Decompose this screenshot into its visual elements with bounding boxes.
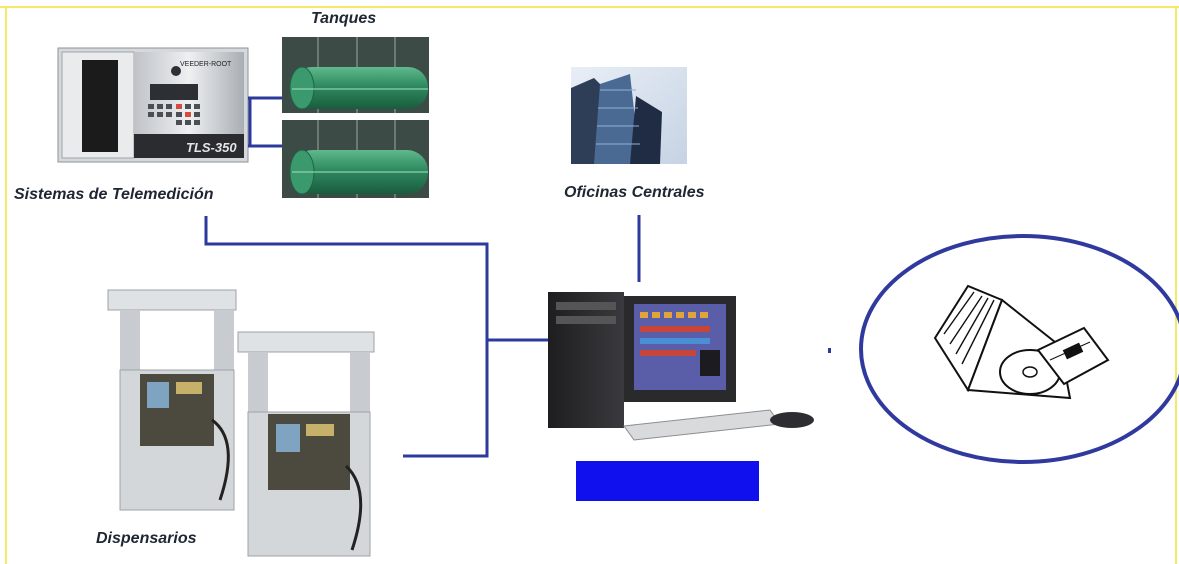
frame-top-line xyxy=(0,6,1179,8)
telemetry-console: VEEDER-ROOT TLS-350 xyxy=(57,47,249,163)
office-building-image xyxy=(571,67,687,164)
frame-right-line xyxy=(1175,6,1177,564)
tank-top xyxy=(282,37,429,113)
dispenser-right xyxy=(237,331,375,557)
frame-left-line xyxy=(5,6,7,564)
label-dispensers: Dispensarios xyxy=(96,530,197,547)
dispenser-left xyxy=(107,289,237,511)
connector-dot xyxy=(828,348,831,353)
console-brand: VEEDER-ROOT xyxy=(180,61,232,68)
computer xyxy=(548,292,814,441)
console-tank-connector xyxy=(248,96,282,148)
network-connectors xyxy=(204,215,641,458)
storage-media-ellipse xyxy=(859,234,1179,464)
tank-bottom xyxy=(282,120,429,198)
veeder-root-logo-icon xyxy=(171,66,181,76)
label-tanks: Tanques xyxy=(311,10,377,27)
label-offices: Oficinas Centrales xyxy=(564,184,705,201)
storage-media-icon xyxy=(933,284,1110,400)
highlight-box xyxy=(576,461,759,501)
console-model: TLS-350 xyxy=(186,140,237,155)
label-telemetry: Sistemas de Telemedición xyxy=(14,186,214,203)
